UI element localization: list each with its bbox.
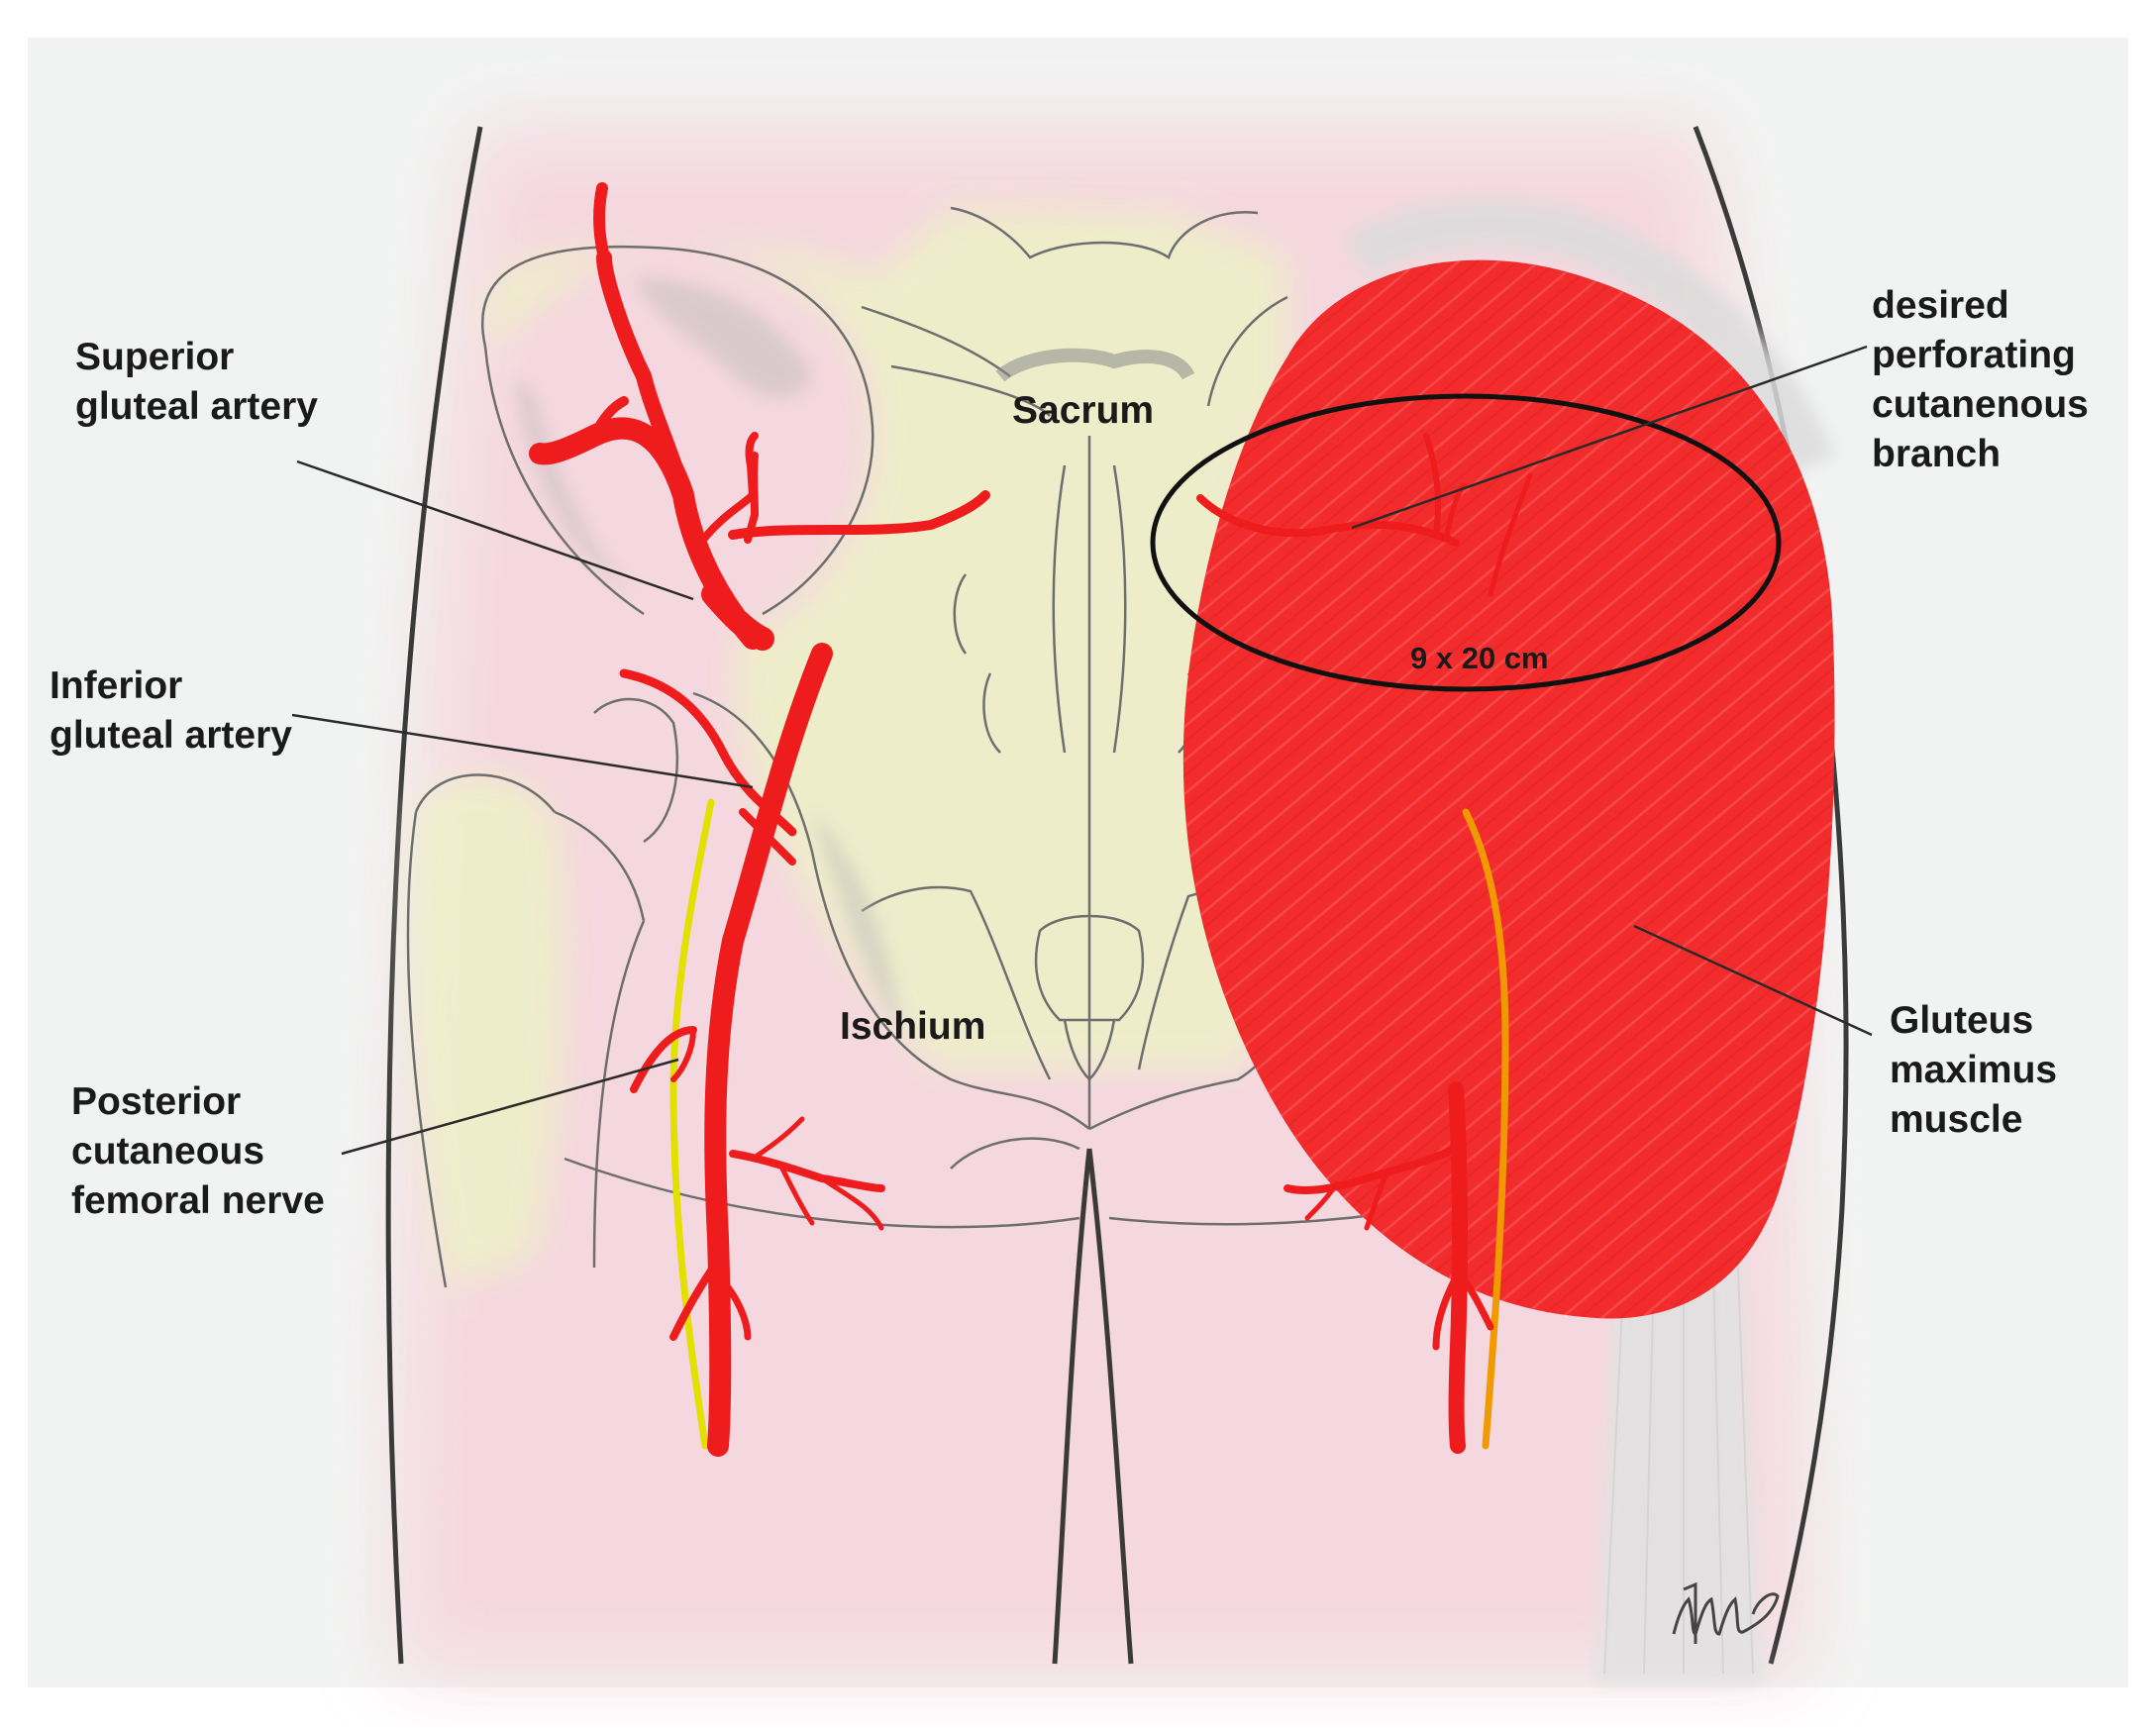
gluteus-maximus-label: Gluteus maximus muscle <box>1890 999 2058 1141</box>
artist-signature <box>1672 1581 1780 1644</box>
right-gluteal-arteries <box>1196 433 1533 1454</box>
flap-ellipse <box>1150 393 1782 692</box>
inferior-gluteal-artery-label: Inferior gluteal artery <box>50 664 292 757</box>
sacrum-label: Sacrum <box>1012 389 1155 432</box>
desired-perforating-branch-label: desired perforating cutanenous branch <box>1872 284 2089 475</box>
sciatic-nerves <box>669 798 1509 1450</box>
pelvis-bones <box>406 206 1615 1288</box>
ischium-label: Ischium <box>840 1005 986 1048</box>
superior-gluteal-artery-label: Superior gluteal artery <box>75 336 318 428</box>
left-gluteal-arteries <box>529 182 990 1457</box>
posterior-cutaneous-femoral-nerve-label: Posterior cutaneous femoral nerve <box>71 1080 325 1222</box>
leader-lines <box>291 345 1873 1156</box>
flap-size-label: 9 x 20 cm <box>1410 641 1549 675</box>
